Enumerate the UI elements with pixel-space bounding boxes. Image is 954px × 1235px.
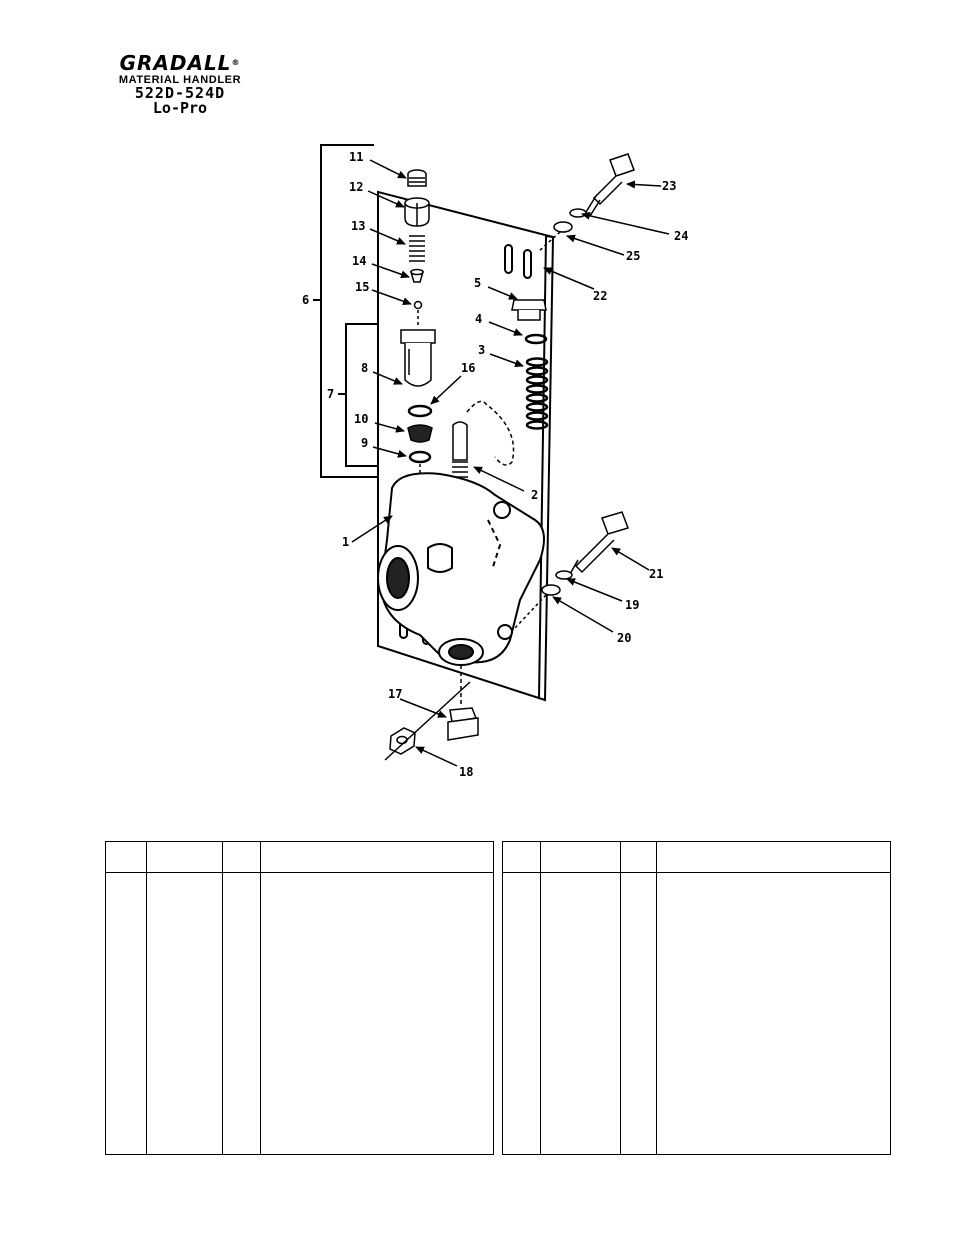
callout-21: 21 xyxy=(649,567,663,581)
callout-leaders xyxy=(351,159,670,767)
table-header-row xyxy=(105,841,494,873)
col-qty xyxy=(620,841,657,873)
callout-24: 24 xyxy=(674,229,688,243)
table-cell xyxy=(260,872,494,1155)
table-cell xyxy=(146,872,223,1155)
model-variant: Lo-Pro xyxy=(152,99,208,117)
callout-17: 17 xyxy=(388,687,402,701)
parts-table-left xyxy=(105,841,494,1155)
callout-2: 2 xyxy=(531,488,538,502)
callout-16: 16 xyxy=(461,361,475,375)
table-header-row xyxy=(502,841,891,873)
table-cell xyxy=(503,873,541,1155)
callout-15: 15 xyxy=(355,280,369,294)
callout-12: 12 xyxy=(349,180,363,194)
table-body xyxy=(503,872,891,1155)
callout-19: 19 xyxy=(625,598,639,612)
col-part-no xyxy=(146,841,223,873)
col-description xyxy=(260,841,494,873)
fasteners xyxy=(384,153,635,761)
callout-22: 22 xyxy=(593,289,607,303)
callout-1: 1 xyxy=(342,535,349,549)
table-cell xyxy=(656,872,891,1155)
callout-13: 13 xyxy=(351,219,365,233)
callout-labels: 1234567891011121314151617181920212223242… xyxy=(302,150,688,779)
callout-25: 25 xyxy=(626,249,640,263)
callout-7: 7 xyxy=(327,387,334,401)
callout-9: 9 xyxy=(361,436,368,450)
col-description xyxy=(656,841,891,873)
callout-10: 10 xyxy=(354,412,368,426)
exploded-parts-diagram: 1234567891011121314151617181920212223242… xyxy=(302,144,688,779)
relief-cartridge-stack xyxy=(400,169,436,478)
col-qty xyxy=(222,841,261,873)
col-item-no xyxy=(105,841,147,873)
table-cell xyxy=(222,872,261,1155)
callout-6: 6 xyxy=(302,293,309,307)
table-cell xyxy=(540,872,621,1155)
model-number: 522D-524D xyxy=(134,84,226,102)
table-body xyxy=(106,872,494,1155)
table-cell xyxy=(620,872,657,1155)
col-item-no xyxy=(502,841,541,873)
poppet-and-spring xyxy=(452,299,549,478)
callout-11: 11 xyxy=(349,150,363,164)
callout-4: 4 xyxy=(475,312,482,326)
col-part-no xyxy=(540,841,621,873)
brand-header: GRADALL® MATERIAL HANDLER 522D-524D Lo-P… xyxy=(92,52,268,116)
callout-20: 20 xyxy=(617,631,631,645)
callout-23: 23 xyxy=(662,179,676,193)
group-brackets xyxy=(313,144,384,478)
callout-8: 8 xyxy=(361,361,368,375)
callout-3: 3 xyxy=(478,343,485,357)
table-cell xyxy=(106,873,147,1155)
callout-14: 14 xyxy=(352,254,366,268)
product-line: MATERIAL HANDLER xyxy=(118,74,242,86)
gradall-logo: GRADALL® xyxy=(119,51,241,75)
valve-body xyxy=(377,472,545,666)
callout-18: 18 xyxy=(459,765,473,779)
callout-5: 5 xyxy=(474,276,481,290)
parts-table-right xyxy=(502,841,891,1155)
